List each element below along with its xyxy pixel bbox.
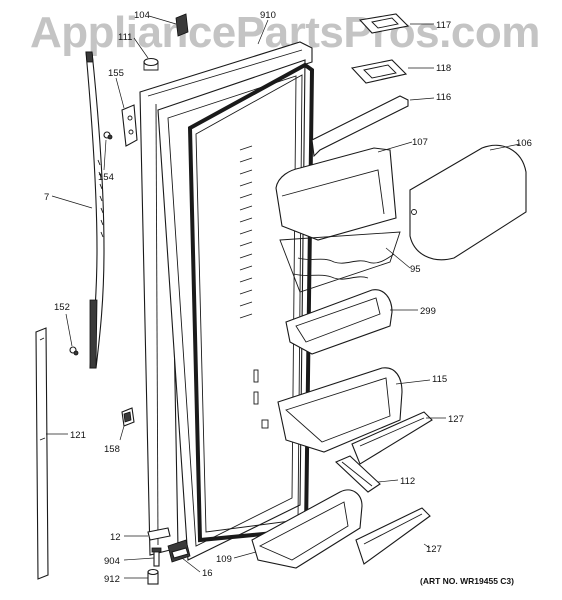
callout-127-lower: 127 <box>426 544 442 555</box>
callout-116: 116 <box>436 92 451 103</box>
callout-155: 155 <box>108 68 124 79</box>
callout-95: 95 <box>410 264 421 275</box>
callout-12: 12 <box>110 532 121 543</box>
callout-117: 117 <box>436 20 451 31</box>
bracket-part-112[interactable] <box>335 455 381 493</box>
cover-part-118[interactable] <box>350 59 408 84</box>
hinge-bushing-part-111[interactable] <box>143 57 159 71</box>
hinge-pin-part-904[interactable] <box>151 547 162 567</box>
callout-112: 112 <box>400 476 415 487</box>
callout-154: 154 <box>98 172 114 183</box>
callout-106: 106 <box>516 138 532 149</box>
callout-107: 107 <box>412 137 428 148</box>
door-bin-part-109[interactable] <box>251 489 363 569</box>
trim-strip-part-121[interactable] <box>35 327 49 580</box>
wire-rack-part-95[interactable] <box>279 231 401 293</box>
callout-118: 118 <box>436 63 451 74</box>
dairy-bin-part-107[interactable] <box>275 147 397 241</box>
screw-part-154[interactable] <box>103 131 113 140</box>
callout-121: 121 <box>70 430 86 441</box>
door-bin-part-115[interactable] <box>277 367 403 453</box>
shelf-bin-part-299[interactable] <box>285 289 393 355</box>
callout-labels: 104 910 111 117 118 116 155 154 107 106 … <box>44 10 532 585</box>
clip-part-158[interactable] <box>121 407 135 427</box>
callout-158: 158 <box>104 444 120 455</box>
leader-lines <box>46 15 521 579</box>
handle-cap-part-155[interactable] <box>121 104 138 147</box>
callout-152: 152 <box>54 302 70 313</box>
callout-299: 299 <box>420 306 436 317</box>
callout-109: 109 <box>216 554 232 565</box>
rail-part-116[interactable] <box>311 95 409 158</box>
callout-912: 912 <box>104 574 120 585</box>
callout-111: 111 <box>118 32 132 43</box>
hinge-plate-part-12[interactable] <box>147 527 171 541</box>
bushing-part-912[interactable] <box>147 568 159 585</box>
dairy-cover-part-106[interactable] <box>409 144 527 261</box>
hinge-block-part-16[interactable] <box>167 539 191 563</box>
hinge-bracket-part-104[interactable] <box>175 13 189 37</box>
callout-904: 904 <box>104 556 120 567</box>
bin-trim-part-127-upper[interactable] <box>351 411 433 465</box>
callout-127-upper: 127 <box>448 414 464 425</box>
bin-trim-part-127-lower[interactable] <box>355 507 431 565</box>
callout-16: 16 <box>202 568 213 579</box>
cover-part-117[interactable] <box>358 13 410 34</box>
door-handle-part-7[interactable] <box>85 51 105 369</box>
screw-part-152[interactable] <box>69 346 79 356</box>
callout-910: 910 <box>260 10 276 21</box>
callout-7: 7 <box>44 192 49 203</box>
callout-104: 104 <box>134 10 150 21</box>
art-number: (ART NO. WR19455 C3) <box>420 576 514 586</box>
door-inner-liner[interactable] <box>157 59 306 561</box>
callout-115: 115 <box>432 374 447 385</box>
